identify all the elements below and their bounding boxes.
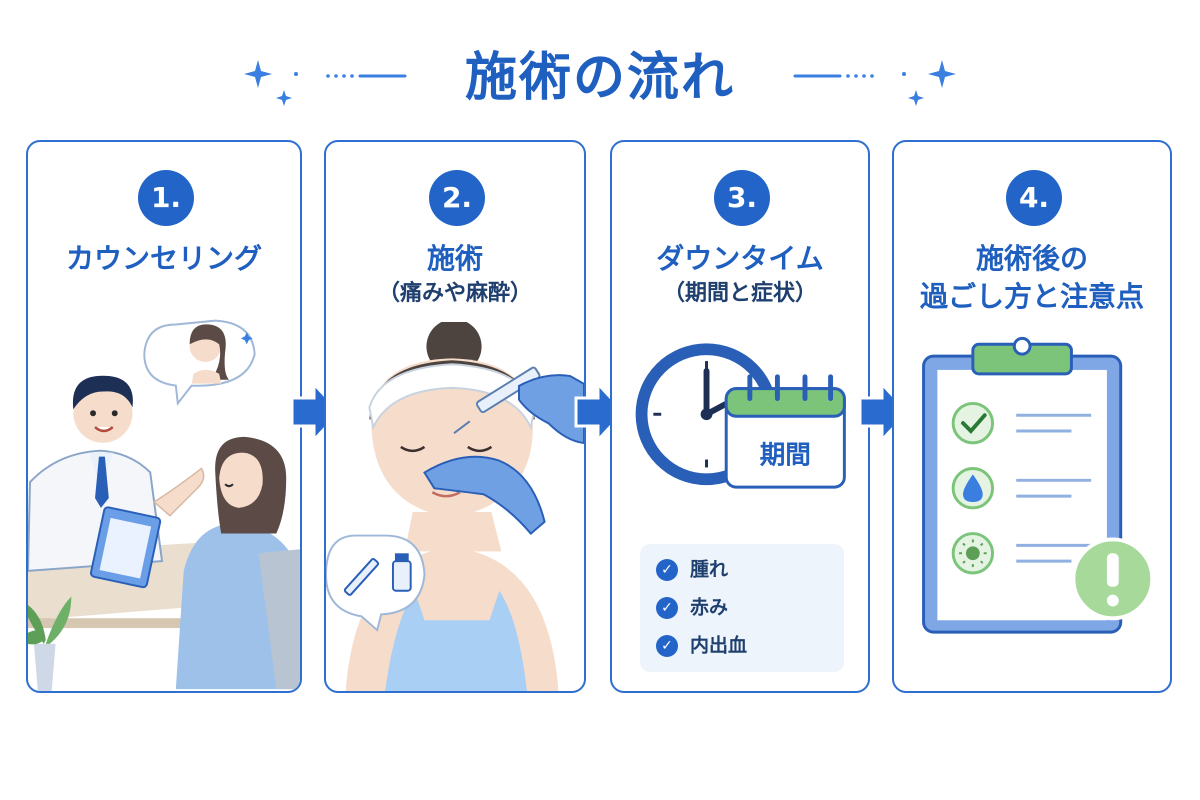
step-subtitle: （痛みや麻酔）	[377, 281, 532, 306]
step-card-treatment: 2. 施術 （痛みや麻酔）	[324, 140, 586, 693]
step-number-badge: 3.	[714, 170, 770, 226]
step-card-counseling: 1. カウンセリング	[26, 140, 302, 693]
step-card-downtime: 3. ダウンタイム （期間と症状） 期間 ✓腫れ ✓赤み	[610, 140, 870, 693]
step-number-badge: 2.	[429, 170, 485, 226]
step-card-aftercare: 4. 施術後の 過ごし方と注意点	[892, 140, 1172, 693]
step-number-badge: 1.	[138, 170, 194, 226]
calendar-icon: 期間	[724, 374, 846, 489]
symptom-item: ✓内出血	[656, 630, 747, 660]
sparkle-divider-left	[244, 60, 407, 106]
step-title: 施術	[426, 242, 483, 275]
calendar-label: 期間	[760, 440, 811, 470]
check-icon: ✓	[656, 634, 678, 657]
step-subtitle: （期間と症状）	[662, 281, 817, 306]
injection-illustration	[326, 322, 584, 691]
title-row: 施術の流れ	[0, 38, 1200, 118]
doctor-patient-illustration	[28, 319, 300, 691]
symptom-item: ✓腫れ	[656, 554, 728, 584]
sparkle-divider-right	[793, 60, 956, 106]
page-title: 施術の流れ	[464, 48, 735, 108]
step-title: 施術後の	[975, 242, 1088, 275]
step-title-line2: 過ごし方と注意点	[919, 280, 1144, 313]
symptom-list: ✓腫れ ✓赤み ✓内出血	[640, 544, 844, 672]
check-icon: ✓	[656, 596, 678, 619]
check-icon	[951, 401, 995, 445]
step-number-badge: 4.	[1006, 170, 1062, 226]
water-drop-icon	[951, 467, 995, 510]
exclamation-icon	[1071, 537, 1155, 621]
clock-calendar-illustration: 期間	[635, 343, 846, 489]
check-icon: ✓	[656, 558, 678, 581]
sun-icon	[951, 532, 995, 575]
clipboard-illustration	[922, 336, 1155, 634]
step-title: ダウンタイム	[656, 242, 824, 275]
symptom-item: ✓赤み	[656, 592, 728, 622]
step-title: カウンセリング	[65, 242, 262, 275]
